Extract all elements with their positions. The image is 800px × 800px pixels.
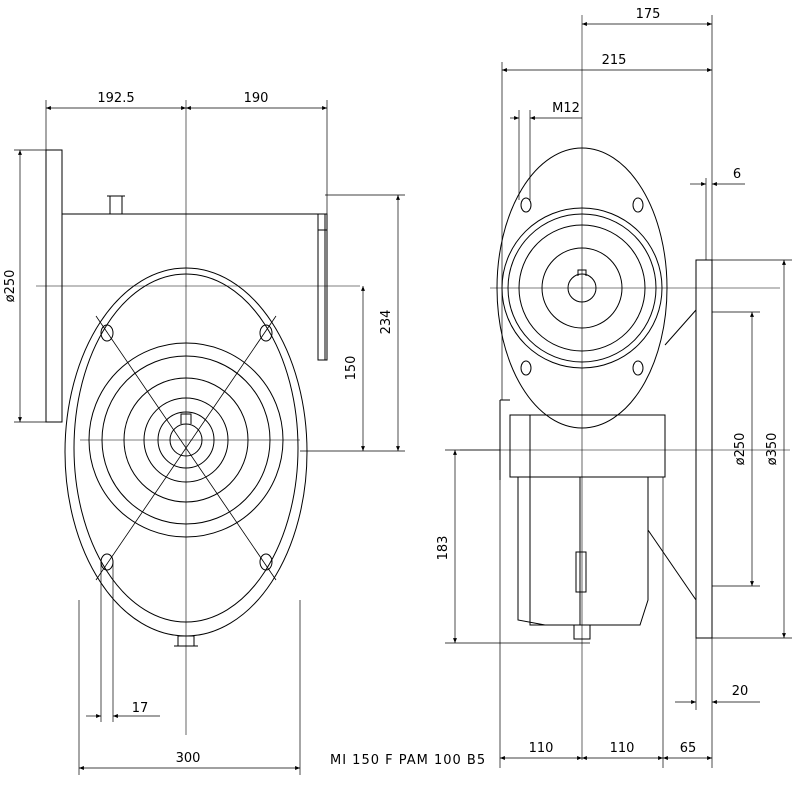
dim-150: 150 — [344, 356, 359, 381]
dim-m12: M12 — [552, 101, 580, 116]
side-bolt-holes — [520, 197, 644, 376]
front-dimensions: 192.5 190 ø250 234 150 17 300 — [3, 91, 405, 775]
dim-dia250-right: ø250 — [733, 433, 748, 466]
drawing-caption: MI 150 F PAM 100 B5 — [330, 753, 486, 768]
side-body-band — [509, 414, 666, 478]
dim-20: 20 — [732, 684, 749, 699]
dim-110-right: 110 — [610, 741, 635, 756]
dim-6: 6 — [733, 167, 741, 182]
front-view — [36, 100, 360, 735]
dim-190: 190 — [244, 91, 269, 106]
front-housing-top — [62, 213, 326, 361]
dim-183: 183 — [436, 536, 451, 561]
dim-dia250-left: ø250 — [3, 270, 18, 303]
side-view — [460, 15, 790, 760]
dim-110-left: 110 — [529, 741, 554, 756]
dim-17: 17 — [132, 701, 149, 716]
dim-65: 65 — [680, 741, 697, 756]
side-dimensions: 175 215 M12 6 183 ø250 ø350 20 — [436, 7, 792, 768]
dim-192-5: 192.5 — [97, 91, 134, 106]
dim-234: 234 — [379, 310, 394, 335]
dim-175: 175 — [636, 7, 661, 22]
dim-300: 300 — [176, 751, 201, 766]
dim-215: 215 — [602, 53, 627, 68]
dim-dia350: ø350 — [765, 433, 780, 466]
side-output-flange — [695, 259, 713, 639]
